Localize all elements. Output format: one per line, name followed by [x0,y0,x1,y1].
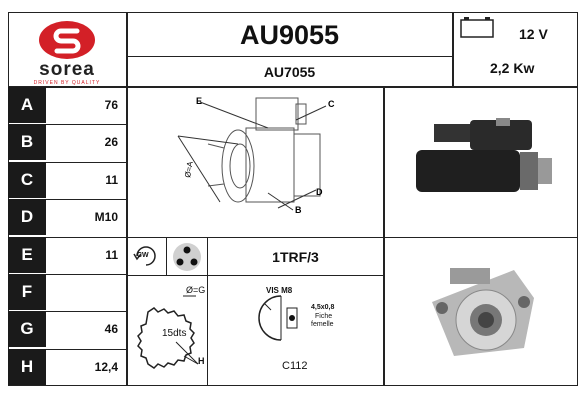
spec-letter-e: E [8,236,46,273]
rotation-cell: CW [127,238,166,275]
row-divider [46,161,126,163]
divider [166,237,167,275]
row-divider [46,348,126,350]
label-e: E [196,96,202,106]
spec-value-e: 11 [105,247,118,262]
starter-photo-side [416,118,552,192]
divider [207,237,208,275]
spec-letter-d: D [8,199,46,236]
divider [207,275,208,386]
connector-icon [258,295,298,341]
spec-value-h: 12,4 [94,359,118,374]
brand-tagline: DRIVEN BY QUALITY [33,80,101,86]
spec-letter-f: F [8,274,46,310]
connector-vis: VIS M8 [266,286,293,295]
row-divider [46,199,126,201]
divider [126,12,128,386]
starter-photo-front [432,268,534,356]
divider [126,275,383,276]
divider [8,86,578,88]
spec-letter-b: B [8,124,46,161]
spec-value-a: 76 [104,98,118,112]
voltage: 12 V [519,26,548,42]
row-divider [46,124,126,126]
spec-value-b: 26 [104,135,118,150]
spec-value-g: 46 [104,322,118,337]
rotation-label: CW [137,252,149,259]
outer-frame [8,12,578,386]
divider [126,237,578,238]
part-number: AU9055 [239,19,340,50]
label-d: D [316,187,323,197]
row-divider [46,274,126,275]
starter-drawing: E C D B Ø=A [177,96,335,215]
label-b: B [295,205,302,215]
row-divider [46,311,126,313]
brand-name: sorea [39,59,95,80]
logo-mark-icon [39,21,95,59]
label-a: Ø=A [183,160,195,178]
battery-icon [460,17,494,38]
spec-value-f [46,274,126,310]
pinion-gear-icon [137,295,199,369]
logo: sorea DRIVEN BY QUALITY [8,12,126,86]
spec-letter-a: A [8,87,46,123]
connector-fiche-label: Fiche [315,313,333,320]
alt-reference: AU7055 [263,63,316,80]
spec-letter-g: G [8,311,46,348]
power: 2,2 Kw [490,60,535,76]
spec-letter-c: C [8,161,46,198]
row-divider [46,236,126,238]
divider [452,12,454,86]
spec-value-c: 11 [105,172,118,187]
pinion-h-label: H [198,356,205,366]
divider [383,86,385,386]
rotation-arrow-icon [133,246,156,266]
spec-value-d: M10 [94,210,118,225]
mounting-code: 1TRF/3 [272,248,319,265]
pinion-g-label: Ø=G [186,285,206,295]
label-c: C [328,99,335,109]
spec-letter-h: H [8,348,46,385]
divider [126,56,452,57]
connector-fiche-size: 4,5x0,8 [311,304,335,311]
connector-femelle-label: femelle [311,321,334,328]
connector-code: C112 [282,360,308,372]
flange-icon [173,243,201,271]
pinion-teeth: 15dts [162,328,187,339]
